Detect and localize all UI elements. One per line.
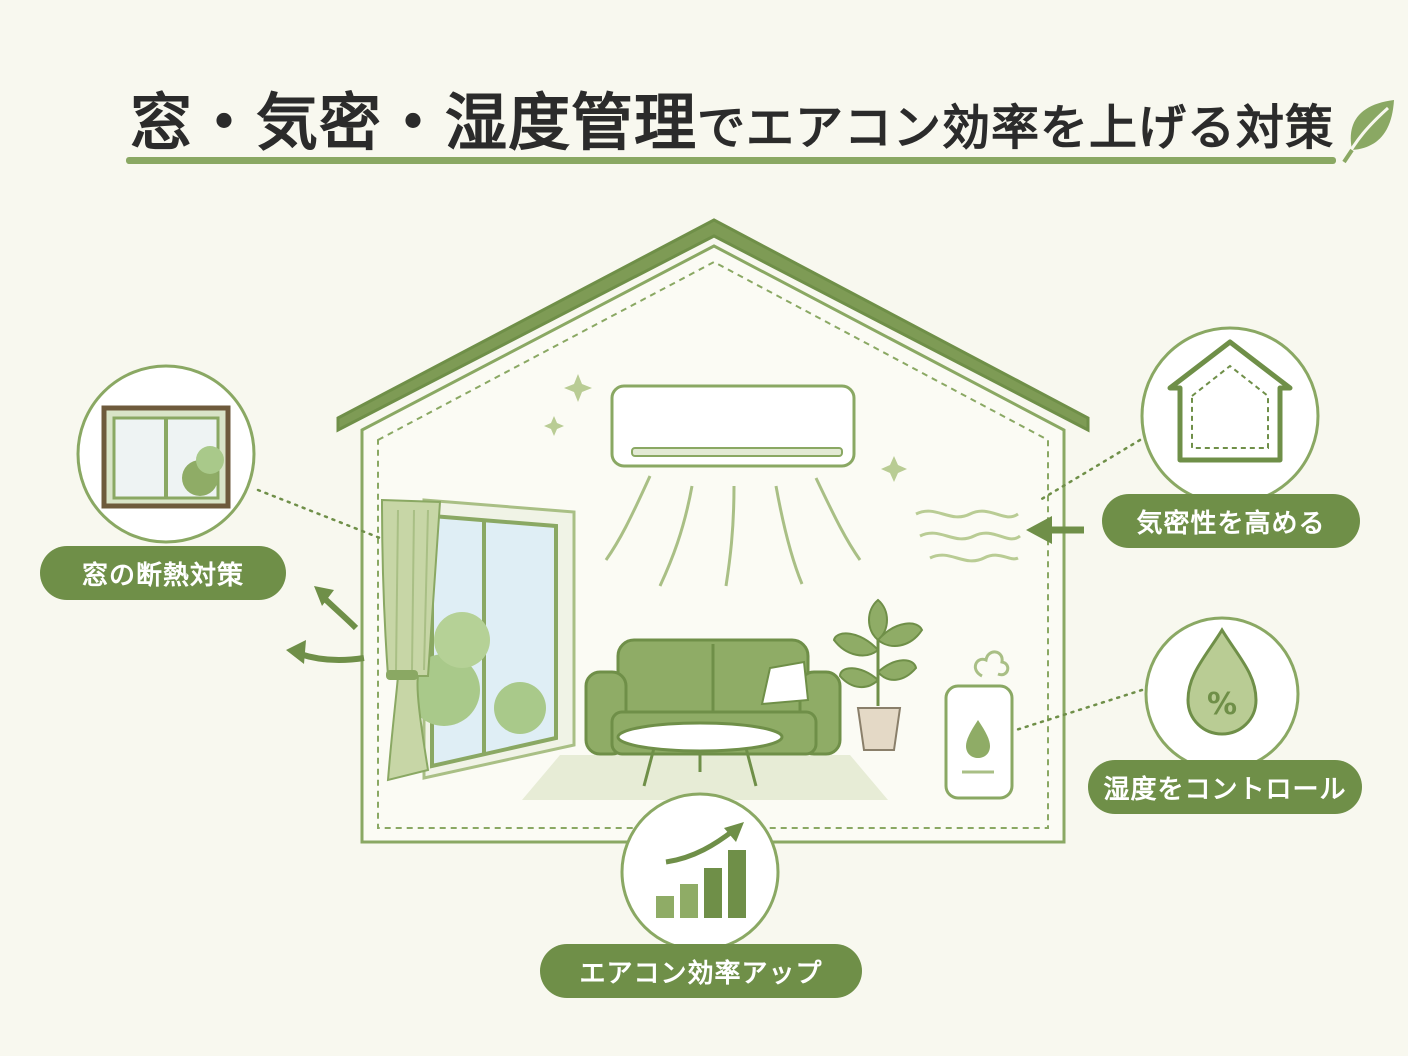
- page-title: 窓・気密・湿度管理でエアコン効率を上げる対策: [130, 72, 1340, 162]
- window-icon: [101, 405, 231, 509]
- humidity-circle: %: [1144, 616, 1300, 772]
- percent-symbol: %: [1207, 687, 1237, 722]
- coffee-table: [616, 721, 784, 787]
- window-circle: [76, 364, 256, 544]
- label-window-insulation: 窓の断熱対策: [40, 546, 286, 600]
- potted-plant: [832, 598, 924, 751]
- rug: [522, 755, 888, 800]
- label-airtightness-text: 気密性を高める: [1136, 508, 1326, 539]
- title-sub: でエアコン効率を上げる対策: [697, 100, 1335, 156]
- room-window: [408, 498, 576, 780]
- title-underline: [126, 157, 1336, 164]
- humidifier: [944, 650, 1014, 800]
- title-main: 窓・気密・湿度管理: [130, 86, 698, 159]
- draft-waves: [915, 509, 1021, 563]
- airtight-circle: [1140, 326, 1320, 506]
- leaf-icon: [1342, 100, 1394, 164]
- air-conditioner: [604, 384, 862, 587]
- label-humidity-control-text: 湿度をコントロール: [1103, 774, 1347, 805]
- house-outline-icon: [1167, 339, 1293, 463]
- sparkle-icons: [544, 374, 907, 482]
- label-efficiency-up-text: エアコン効率アップ: [579, 958, 823, 989]
- label-window-insulation-text: 窓の断熱対策: [81, 560, 244, 591]
- label-efficiency-up: エアコン効率アップ: [540, 944, 862, 998]
- curtain: [380, 498, 442, 782]
- efficiency-circle: [620, 792, 780, 952]
- heat-escape-arrow-icons: [286, 586, 365, 664]
- label-humidity-control: 湿度をコントロール: [1088, 760, 1362, 814]
- connector-lines: [256, 438, 1144, 732]
- water-drop-percent-icon: [1186, 627, 1258, 736]
- inward-arrow-icon: [1026, 516, 1084, 544]
- rising-bar-chart-icon: [656, 822, 746, 918]
- label-airtightness: 気密性を高める: [1102, 494, 1360, 548]
